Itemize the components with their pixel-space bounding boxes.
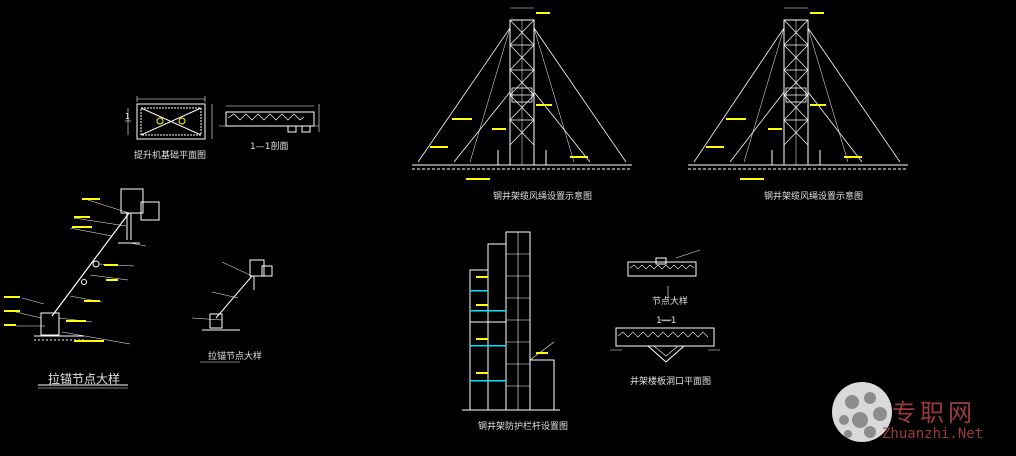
- caption-elevation-b: 钢井架缆风绳设置示意图: [764, 192, 864, 202]
- guy-node-detail-annotations: [4, 198, 118, 342]
- caption-elevation-a: 钢井架缆风绳设置示意图: [493, 192, 593, 202]
- elevation-b-annotations: [706, 12, 862, 180]
- watermark-cn: 专职网: [892, 399, 976, 427]
- watermark-logo: [832, 382, 892, 442]
- caption-foundation-plan: 提升机基础平面图: [134, 151, 207, 161]
- section-1-1: [219, 104, 320, 133]
- guy-node-detail-small: [191, 259, 273, 363]
- elevation-a: [412, 7, 632, 170]
- elevation-a-annotations: [430, 12, 588, 180]
- side-protection-elevation: [462, 231, 560, 411]
- caption-guy-node-detail: 拉锚节点大样: [48, 372, 121, 386]
- section-mark-1: 1: [125, 112, 130, 121]
- foundation-plan: [125, 96, 213, 140]
- caption-guy-node-detail-small: 拉锚节点大样: [208, 352, 263, 362]
- side-protection-accents: [470, 290, 506, 382]
- caption-node-detail: 节点大样: [652, 297, 689, 307]
- elevation-b: [688, 7, 908, 170]
- caption-section-label: 1—1: [656, 316, 677, 326]
- slab-opening-plan: [610, 319, 720, 363]
- guy-node-detail: [15, 188, 160, 389]
- caption-slab-opening-plan: 井架楼板洞口平面图: [630, 377, 712, 387]
- watermark-en: Zhuanzhi.Net: [882, 426, 984, 442]
- caption-side-protection: 钢井架防护栏杆设置图: [478, 422, 569, 432]
- side-protection-annotations: [476, 276, 548, 374]
- caption-section-1-1: 1—1剖面: [250, 142, 289, 152]
- node-detail: [627, 249, 701, 300]
